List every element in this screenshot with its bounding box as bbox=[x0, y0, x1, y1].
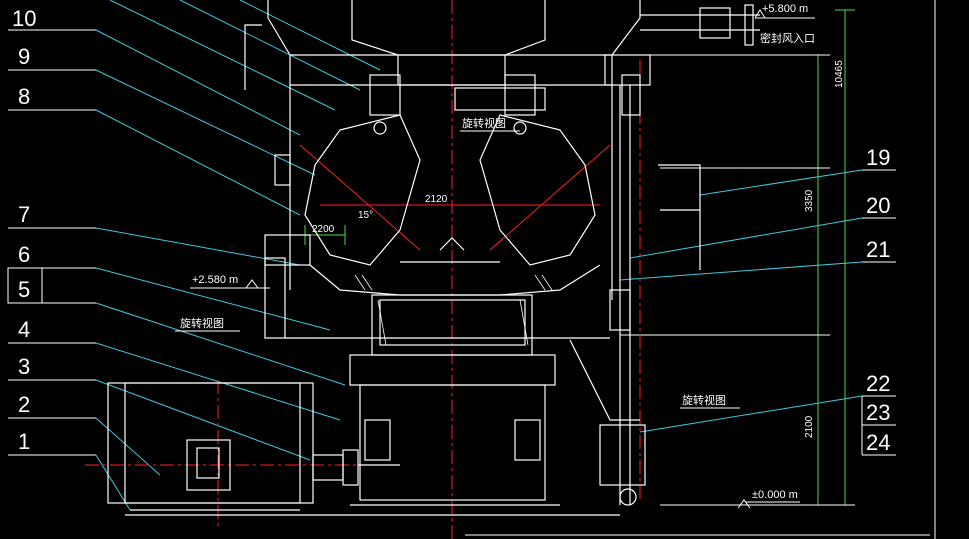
part-number-20: 20 bbox=[866, 193, 890, 218]
rotated-view-right-label: 旋转视图 bbox=[682, 393, 726, 407]
rotated-view-left-label: 旋转视图 bbox=[180, 316, 224, 330]
center-lines bbox=[85, 0, 641, 539]
height-total-label: 10465 bbox=[834, 60, 845, 88]
part-number-8: 8 bbox=[18, 84, 30, 109]
extension-lines bbox=[620, 54, 855, 506]
part-number-9: 9 bbox=[18, 44, 30, 69]
part-number-5: 5 bbox=[18, 277, 30, 302]
rotated-view-center-label: 旋转视图 bbox=[462, 116, 506, 130]
part-number-4: 4 bbox=[18, 317, 30, 342]
part-number-2: 2 bbox=[18, 392, 30, 417]
elevation-mid-label: +2.580 m bbox=[192, 274, 238, 286]
hatch-marks bbox=[354, 274, 553, 346]
part-number-23: 23 bbox=[866, 400, 890, 425]
elevation-base-label: ±0.000 m bbox=[752, 489, 798, 501]
part-number-22: 22 bbox=[866, 371, 890, 396]
part-number-3: 3 bbox=[18, 354, 30, 379]
part-number-10: 10 bbox=[12, 6, 36, 31]
part-number-7: 7 bbox=[18, 202, 30, 227]
elevation-top-label: +5.800 m bbox=[762, 3, 808, 15]
right-part-numbers: 19 20 21 22 23 24 bbox=[866, 145, 890, 455]
gap-left-label: 2200 bbox=[312, 224, 335, 235]
height-low-label: 2100 bbox=[804, 415, 815, 438]
elevation-markers bbox=[190, 9, 815, 509]
part-number-19: 19 bbox=[866, 145, 890, 170]
part-number-21: 21 bbox=[866, 237, 890, 262]
angle-label: 15° bbox=[358, 210, 373, 221]
part-number-24: 24 bbox=[866, 430, 890, 455]
mill-body bbox=[107, 0, 760, 516]
right-part-table bbox=[861, 169, 896, 456]
drawing-frame bbox=[465, 0, 936, 539]
part-number-1: 1 bbox=[18, 429, 30, 454]
annotation-underlines bbox=[175, 130, 740, 409]
part-number-6: 6 bbox=[18, 242, 30, 267]
left-part-numbers: 10 9 8 7 6 5 4 3 2 1 bbox=[12, 6, 36, 454]
seal-air-inlet-label: 密封风入口 bbox=[760, 31, 815, 45]
left-part-table bbox=[7, 29, 96, 456]
right-leader-lines bbox=[619, 169, 863, 433]
left-leader-lines bbox=[95, 0, 381, 511]
gap-center-label: 2120 bbox=[425, 194, 448, 205]
height-mid-label: 3350 bbox=[804, 189, 815, 212]
